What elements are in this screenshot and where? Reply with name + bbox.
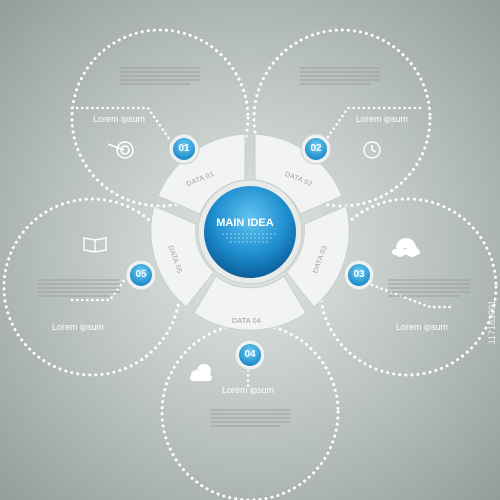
caption-01: Lorem ipsum — [93, 114, 146, 124]
segment-label-04: DATA 04 — [232, 318, 262, 325]
cloud-icon — [190, 364, 212, 381]
ring-segment-03 — [285, 205, 350, 308]
dotted-circle-02 — [252, 28, 432, 208]
badge-number-01: 01 — [178, 143, 190, 154]
stock-id-watermark: 117183091 — [487, 300, 497, 345]
number-badges — [125, 133, 375, 371]
caption-02: Lorem ipsum — [356, 114, 409, 124]
book-icon — [83, 237, 107, 253]
badge-04 — [234, 339, 266, 371]
caption-05: Lorem ipsum — [52, 322, 105, 332]
badge-03 — [343, 259, 375, 291]
placeholder-text-lines — [38, 67, 470, 427]
target-icon — [107, 141, 134, 159]
main-idea-title: MAIN IDEA — [216, 217, 274, 229]
badge-02 — [300, 133, 332, 165]
segment-ring — [150, 133, 350, 331]
sun-cloud-icon — [392, 238, 420, 257]
badge-number-02: 02 — [310, 143, 322, 154]
badge-05 — [125, 259, 157, 291]
badge-number-03: 03 — [353, 269, 365, 280]
badge-number-04: 04 — [244, 349, 256, 360]
caption-04: Lorem ipsum — [222, 385, 275, 395]
ring-segment-05 — [150, 205, 215, 308]
dotted-circle-01 — [70, 28, 250, 208]
badge-number-05: 05 — [135, 269, 147, 280]
caption-03: Lorem ipsum — [396, 322, 449, 332]
ring-segment-04 — [193, 275, 307, 331]
badge-01 — [168, 133, 200, 165]
main-idea-circle — [204, 186, 296, 278]
clock-icon — [363, 141, 381, 159]
